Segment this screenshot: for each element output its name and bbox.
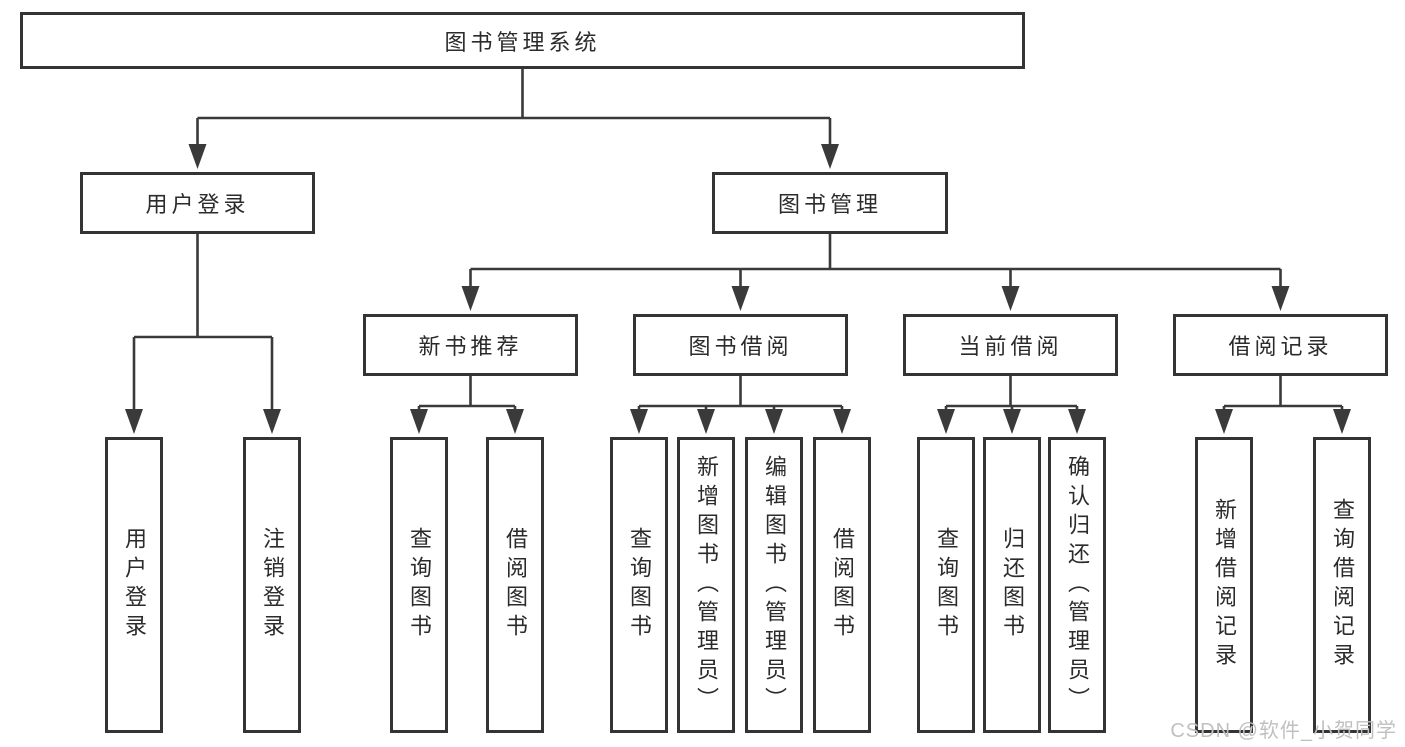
connector-user-login-to-children [132,234,274,413]
arrowhead [697,409,715,434]
arrowhead [1215,409,1233,434]
leaf-add-books-admin: 新增图书（管理员） [677,437,735,733]
arrowhead [1333,409,1351,434]
node-new-book-recommend: 新书推荐 [363,314,578,376]
leaf-confirm-return-admin: 确认归还（管理员） [1048,437,1106,733]
node-current-borrow: 当前借阅 [903,314,1118,376]
connector-book-borrow-to-children [637,376,844,413]
leaf-edit-books-admin: 编辑图书（管理员） [745,437,803,733]
connector-book-mgmt-to-level3 [469,234,1282,290]
arrowhead [263,409,281,434]
node-book-borrow: 图书借阅 [633,314,848,376]
connector-new-book-to-children [417,376,517,413]
arrowhead [833,409,851,434]
arrowhead [821,144,839,169]
arrowhead [1068,409,1086,434]
arrowhead [1003,409,1021,434]
csdn-watermark: CSDN @软件_小贺同学 [1170,720,1397,742]
node-user-login: 用户登录 [80,172,315,234]
leaf-add-borrow-record: 新增借阅记录 [1195,437,1253,733]
leaf-query-books-recommend: 查询图书 [390,437,448,733]
leaf-borrow-books: 借阅图书 [813,437,871,733]
node-library-system: 图书管理系统 [20,12,1025,69]
connector-current-borrow-to-children [944,376,1079,413]
arrowhead [461,286,480,311]
node-book-management: 图书管理 [712,172,948,234]
leaf-query-borrow-record: 查询借阅记录 [1313,437,1371,733]
arrowhead [937,409,955,434]
leaf-query-books-current: 查询图书 [917,437,975,733]
leaf-borrow-books-recommend: 借阅图书 [486,437,544,733]
leaf-query-books-borrow: 查询图书 [610,437,668,733]
leaf-user-login: 用户登录 [105,437,163,733]
arrowhead [1001,286,1020,311]
arrowhead [630,409,648,434]
arrowhead [188,144,207,169]
leaf-logout: 注销登录 [243,437,301,733]
node-borrow-records: 借阅记录 [1173,314,1388,376]
arrowhead [1271,286,1290,311]
arrowhead [731,286,750,311]
leaf-return-books: 归还图书 [983,437,1041,733]
arrowhead [125,409,143,434]
arrowhead [765,409,783,434]
connector-borrow-records-to-children [1222,376,1344,413]
arrowhead [410,409,428,434]
connector-root-to-level2 [196,69,832,148]
arrowhead [506,409,524,434]
